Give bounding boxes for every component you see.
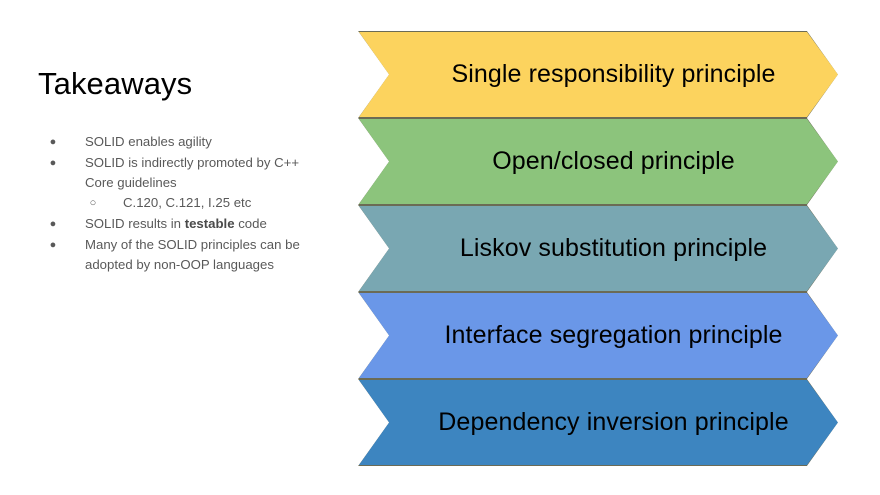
chevron-label: Liskov substitution principle xyxy=(459,234,768,262)
chevron-fill xyxy=(359,119,838,204)
list-item-label: SOLID is indirectly promoted by C++ Core… xyxy=(85,154,300,190)
page-title: Takeaways xyxy=(38,66,193,101)
takeaways-sub-list: ○ C.120, C.121, I.25 etc xyxy=(85,193,328,213)
list-item-label: C.120, C.121, I.25 etc xyxy=(123,194,252,210)
chevron-label: Dependency inversion principle xyxy=(438,408,789,436)
solid-principles-chevron-diagram: Single responsibility principle Open/clo… xyxy=(358,31,870,466)
list-item-label-after: code xyxy=(234,215,267,231)
takeaways-panel: Takeaways ● SOLID enables agility ● SOLI… xyxy=(38,66,328,276)
chevron-fill xyxy=(359,32,838,117)
bullet-marker-icon: ● xyxy=(49,238,57,251)
list-item-label: SOLID enables agility xyxy=(85,133,212,149)
takeaways-bullet-list: ● SOLID enables agility ● SOLID is indir… xyxy=(38,132,328,275)
list-item: ● Many of the SOLID principles can be ad… xyxy=(38,235,328,275)
chevron-label: Single responsibility principle xyxy=(451,60,776,88)
chevron-shape xyxy=(358,31,838,118)
chevron-shape xyxy=(358,292,838,379)
bullet-marker-icon: ● xyxy=(49,135,57,148)
chevron-interface-segregation: Interface segregation principle xyxy=(358,292,870,379)
list-item-label-before: SOLID results in xyxy=(85,215,185,231)
chevron-label: Open/closed principle xyxy=(492,147,735,175)
chevron-fill xyxy=(359,206,838,291)
bullet-marker-hollow-icon: ○ xyxy=(89,196,97,209)
list-item: ● SOLID enables agility xyxy=(38,132,328,152)
chevron-fill xyxy=(359,293,838,378)
chevron-shape xyxy=(358,205,838,292)
chevron-open-closed: Open/closed principle xyxy=(358,118,870,205)
chevron-dependency-inversion: Dependency inversion principle xyxy=(358,379,870,466)
chevron-liskov-substitution: Liskov substitution principle xyxy=(358,205,870,292)
chevron-single-responsibility: Single responsibility principle xyxy=(358,31,870,118)
bullet-marker-icon: ● xyxy=(49,217,57,230)
list-item-label: Many of the SOLID principles can be adop… xyxy=(85,236,300,272)
bullet-marker-icon: ● xyxy=(49,156,57,169)
list-item: ● SOLID results in testable code xyxy=(38,214,328,234)
chevron-fill xyxy=(359,380,838,465)
chevron-shape xyxy=(358,379,838,466)
chevron-shape xyxy=(358,118,838,205)
list-item-label-emphasis: testable xyxy=(184,215,235,231)
chevron-label: Interface segregation principle xyxy=(444,321,783,349)
list-item: ○ C.120, C.121, I.25 etc xyxy=(85,193,328,213)
list-item: ● SOLID is indirectly promoted by C++ Co… xyxy=(38,153,328,213)
